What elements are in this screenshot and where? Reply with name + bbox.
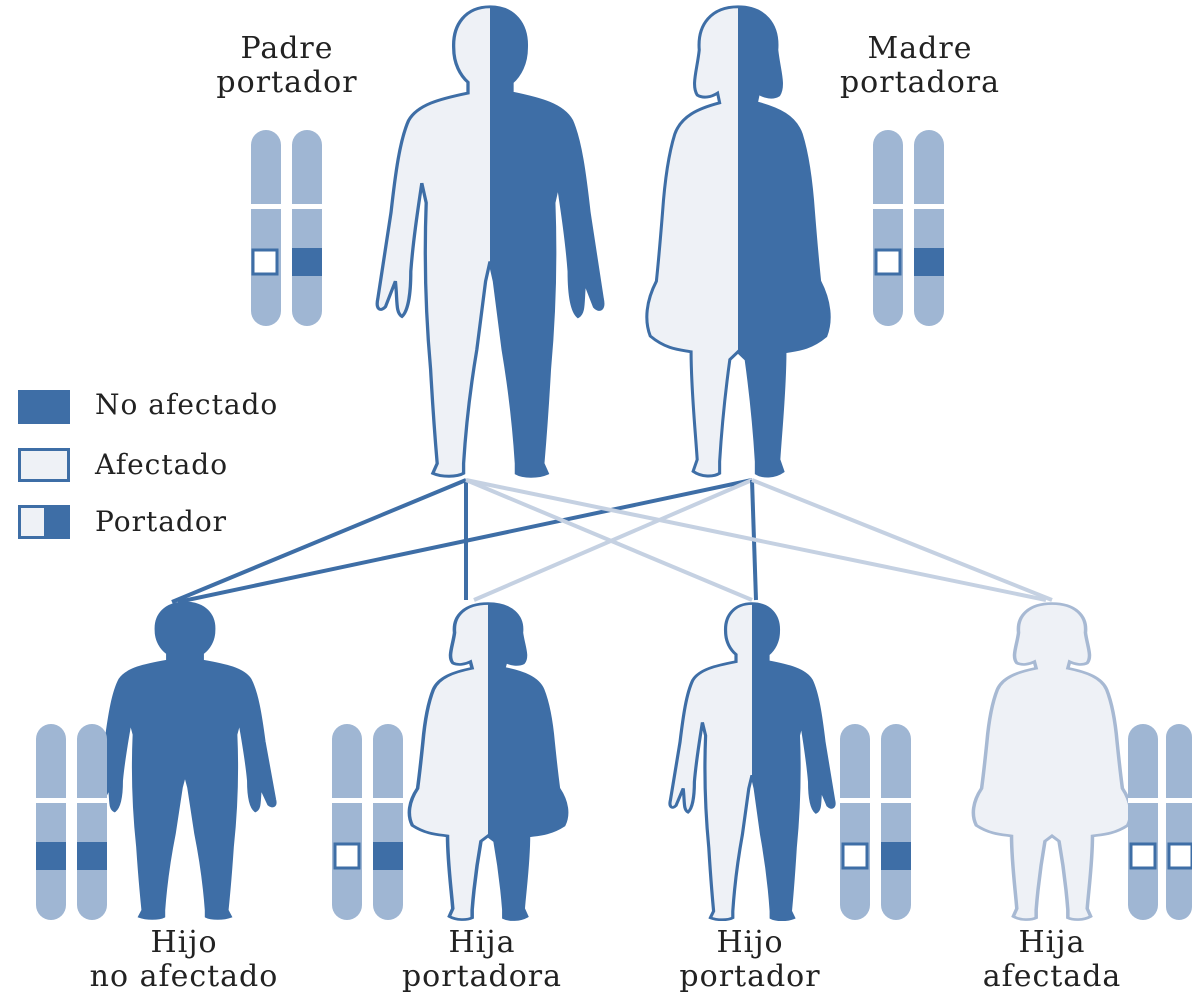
daughter-affected-figure <box>971 601 1133 922</box>
legend-swatch-affected <box>18 448 70 482</box>
child-label-son-unaffected: Hijo no afectado <box>64 926 304 993</box>
chromosomes-son-carrier <box>840 724 911 920</box>
father-label: Padre portador <box>177 32 397 99</box>
child-label-line2: portador <box>679 958 821 994</box>
child-label-line2: afectada <box>982 958 1122 994</box>
chromosomes-father <box>251 130 322 326</box>
father-label-line2: portador <box>216 64 358 100</box>
child-label-son-carrier: Hijo portador <box>630 926 870 993</box>
chromosomes-daughter-carrier <box>332 724 403 920</box>
child-label-line1: Hijo <box>716 925 784 960</box>
child-label-line2: portadora <box>401 958 563 994</box>
mother-label: Madre portadora <box>810 32 1030 99</box>
child-label-line1: Hija <box>1018 925 1086 960</box>
mother-figure <box>645 5 831 478</box>
legend-label-unaffected: No afectado <box>95 388 279 421</box>
legend-label-affected: Afectado <box>95 448 229 481</box>
child-label-daughter-carrier: Hija portadora <box>362 926 602 993</box>
child-label-line1: Hija <box>448 925 516 960</box>
mother-label-line1: Madre <box>867 31 973 66</box>
legend-label-carrier: Portador <box>95 505 228 538</box>
legend-swatches <box>18 390 70 539</box>
daughter-carrier-figure <box>407 601 569 922</box>
line-mother-daughter2 <box>751 478 1053 602</box>
legend-swatch-unaffected <box>18 390 70 424</box>
son-carrier-figure <box>668 601 836 922</box>
chromosomes-mother <box>873 130 944 326</box>
line-father-son1 <box>171 478 467 604</box>
father-label-line1: Padre <box>240 31 334 66</box>
father-figure <box>375 5 605 478</box>
child-label-line1: Hijo <box>150 925 218 960</box>
mother-label-line2: portadora <box>839 64 1001 100</box>
inheritance-lines <box>171 478 1053 604</box>
child-label-daughter-affected: Hija afectada <box>932 926 1172 993</box>
chromosomes-son-unaffected <box>36 724 107 920</box>
chromosomes-daughter-affected <box>1128 724 1192 920</box>
child-label-line2: no afectado <box>89 958 279 994</box>
line-father-son2 <box>465 478 753 602</box>
line-father-daughter2 <box>465 478 1047 602</box>
son-unaffected-figure <box>93 601 277 921</box>
